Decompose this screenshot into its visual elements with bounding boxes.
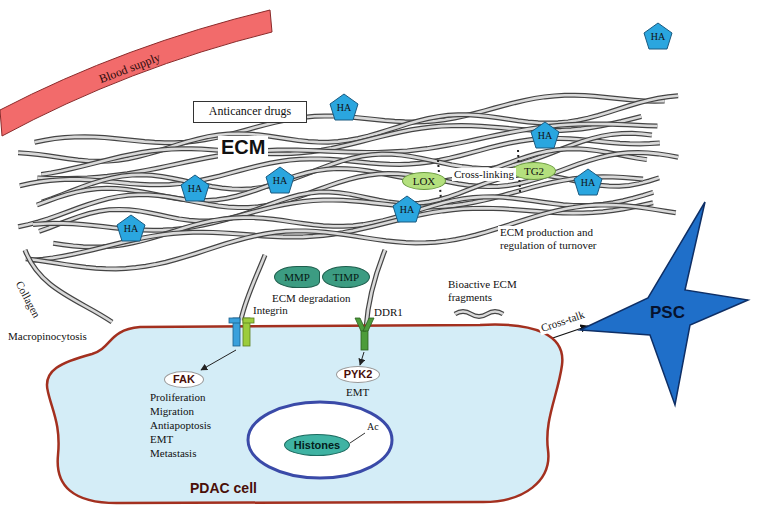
effect-item: EMT	[150, 433, 173, 446]
fiber-outline	[18, 153, 678, 227]
process-note: Bioactive ECM fragments	[448, 278, 533, 303]
effect-item: EMT	[346, 386, 369, 399]
node-label: PYK2	[344, 368, 373, 380]
fiber-label: Collagen	[11, 275, 45, 323]
effect-item: Metastasis	[150, 447, 196, 460]
node-label: HA	[400, 204, 414, 215]
tg2-enzyme: TG2	[512, 162, 556, 180]
acetyl-mark: Ac	[367, 421, 379, 433]
effect-item: Migration	[150, 405, 194, 418]
node-label: HA	[337, 102, 351, 113]
process-note: ECM production and regulation of turnove…	[498, 226, 637, 251]
node-label: LOX	[413, 175, 436, 187]
node-label: HA	[188, 183, 202, 194]
mmp-enzyme: MMP	[274, 266, 320, 288]
fak-kinase: FAK	[164, 371, 204, 388]
hyaluronan-pentagon: HA	[573, 168, 603, 196]
node-label: Histones	[294, 439, 340, 451]
node-label: Anticancer drugs	[209, 105, 291, 118]
edge-label: Cross-talk	[538, 308, 589, 336]
hyaluronan-pentagon: HA	[116, 214, 146, 242]
hyaluronan-pentagon: HA	[643, 22, 673, 50]
process-note: Macropinocytosis	[8, 330, 87, 343]
node-label: PDAC cell	[190, 481, 257, 496]
ecm-title: ECM	[218, 136, 268, 159]
lox-enzyme: LOX	[402, 172, 446, 190]
receptor-label: Integrin	[253, 304, 288, 317]
node-label: HA	[651, 31, 665, 42]
fiber-outline	[26, 205, 676, 269]
hyaluronan-pentagon: HA	[180, 174, 210, 202]
hyaluronan-pentagon: HA	[265, 166, 295, 194]
node-label: HA	[581, 177, 595, 188]
receptor-label: DDR1	[374, 306, 403, 319]
node-label: HA	[538, 130, 552, 141]
drug-box: Anticancer drugs	[193, 101, 307, 123]
pdac-cell-shape	[40, 315, 570, 510]
node-label: HA	[124, 223, 138, 234]
pyk2-kinase: PYK2	[336, 366, 380, 383]
process-note: Cross-linking	[452, 168, 516, 181]
fiber-core	[18, 153, 678, 227]
node-label: FAK	[173, 373, 195, 385]
node-label: PSC	[650, 304, 685, 323]
hyaluronan-pentagon: HA	[329, 93, 359, 121]
node-label: MMP	[284, 271, 310, 283]
loose-fibers	[25, 250, 503, 328]
histone-core: Histones	[284, 434, 350, 456]
effect-item: Antiapoptosis	[150, 419, 211, 432]
pdac-cell: PDAC cell FAK PYK2Histones	[40, 315, 570, 510]
node-label: TG2	[524, 165, 544, 177]
node-label: TIMP	[333, 271, 359, 283]
hyaluronan-pentagon: HA	[530, 121, 560, 149]
hyaluronan-pentagon: HA	[392, 195, 422, 223]
timp-inhibitor: TIMP	[322, 266, 370, 288]
fiber-core	[26, 205, 676, 269]
process-note: ECM degradation	[272, 292, 351, 305]
effect-item: Proliferation	[150, 391, 206, 404]
collagen-fibers	[18, 95, 678, 269]
node-label: HA	[273, 175, 287, 186]
cross-link-marks	[438, 150, 520, 200]
